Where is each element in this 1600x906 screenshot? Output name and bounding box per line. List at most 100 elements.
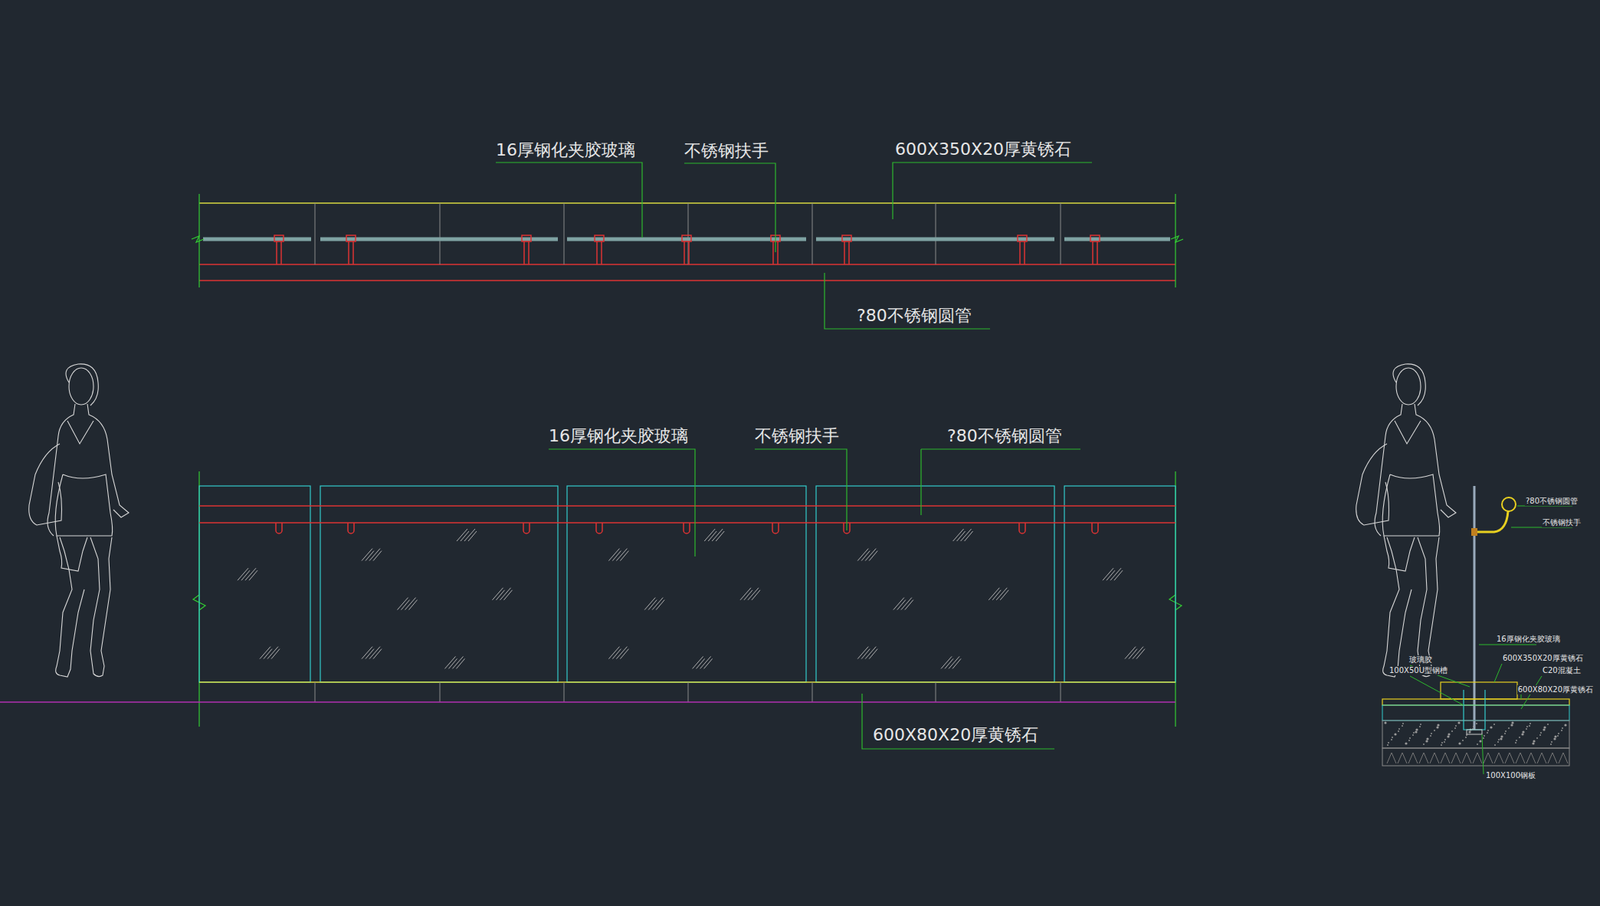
drawing-mark [1547,723,1549,725]
drawing-mark [696,658,705,669]
drawing-mark [275,241,278,265]
drawing-mark [1526,725,1528,728]
drawing-mark [1504,732,1506,735]
drawing-mark [1017,235,1027,242]
drawing-mark [1433,729,1436,732]
drawing-mark [992,590,1001,600]
drawing-mark [1500,734,1503,738]
drawing-mark [1540,731,1542,734]
drawing-mark [1090,235,1100,242]
drawing-mark [1525,727,1528,730]
drawing-mark [1128,649,1138,660]
drawing-mark [1414,730,1417,733]
drawing-mark [1504,752,1515,764]
person-figure [1356,363,1456,677]
drawing-mark [1386,752,1397,764]
drawing-mark [1494,744,1496,746]
drawing-mark [1447,732,1450,735]
drawing-mark [1476,743,1479,745]
drawing-mark [1557,734,1559,737]
drawing-mark [1547,752,1558,764]
callout-label: ?80不锈钢圆管 [947,426,1063,446]
drawing-mark [460,531,469,541]
drawing-mark [1426,737,1429,740]
drawing-mark [1468,730,1471,733]
section-note: 600X350X20厚黄锈石 [1501,653,1584,663]
drawing-mark [263,649,273,660]
drawing-mark [1526,752,1536,764]
drawing-mark [1497,740,1499,743]
drawing-mark [594,235,604,242]
drawing-mark [1493,723,1496,725]
drawing-mark [347,522,355,534]
drawing-mark [1398,727,1400,730]
drawing-mark [861,649,870,660]
drawing-mark [751,590,761,600]
drawing-mark [449,658,458,669]
drawing-mark [1408,752,1418,764]
drawing-mark [1543,725,1546,728]
section-note: C20混凝土 [1541,665,1582,676]
drawing-mark [1508,727,1510,729]
section-note: 玻璃胶 [1408,655,1433,665]
drawing-mark [1554,734,1557,738]
drawing-mark [496,590,505,600]
drawing-mark [1436,725,1439,728]
drawing-mark [1436,723,1440,726]
drawing-mark [1114,570,1123,581]
drawing-mark [1515,739,1518,741]
drawing-mark [346,235,356,242]
drawing-mark [772,241,774,265]
drawing-mark [249,570,258,581]
drawing-mark [1462,752,1472,764]
drawing-mark [964,531,974,541]
drawing-mark [456,658,466,669]
drawing-mark [1462,739,1464,741]
drawing-mark [1391,736,1394,738]
drawing-mark [1511,721,1514,724]
drawing-mark [365,550,374,561]
drawing-mark [523,522,530,534]
drawing-mark [1397,752,1407,764]
drawing-mark [280,241,282,265]
drawing-mark [409,600,418,610]
drawing-mark [1472,725,1475,728]
drawing-mark [1536,737,1538,739]
drawing-mark [1415,727,1418,731]
person-figure [29,363,129,677]
drawing-mark [1515,752,1525,764]
drawing-mark [241,570,250,581]
drawing-mark [688,241,690,265]
drawing-mark [1563,723,1567,726]
drawing-mark [1539,734,1541,736]
drawing-mark [352,241,355,265]
drawing-mark [1553,737,1556,740]
drawing-mark [1510,723,1513,726]
drawing-mark [1528,724,1531,727]
drawing-mark [1558,752,1568,764]
callout-label: 600X80X20厚黄锈石 [872,724,1039,745]
drawing-mark [1409,737,1411,739]
drawing-mark [274,235,284,242]
section-note: 100X50U型钢槽 [1388,665,1449,676]
drawing-mark [1550,740,1553,743]
drawing-mark [1429,734,1432,737]
drawing-mark [1412,734,1414,736]
drawing-mark [1023,241,1026,265]
drawing-mark [1487,729,1489,732]
callout-label: 600X350X20厚黄锈石 [895,139,1072,160]
drawing-mark [468,531,477,541]
drawing-mark [1478,739,1482,742]
drawing-mark [1560,729,1563,732]
drawing-mark [1550,743,1552,745]
drawing-mark [772,522,779,534]
drawing-mark [1489,725,1492,728]
drawing-mark [1514,741,1517,744]
drawing-mark [1419,723,1422,725]
drawing-mark [1387,741,1390,744]
callout-label: ?80不锈钢圆管 [856,305,972,326]
drawing-mark [1422,743,1425,745]
elevation-view [0,449,1182,749]
drawing-mark [1455,724,1457,727]
